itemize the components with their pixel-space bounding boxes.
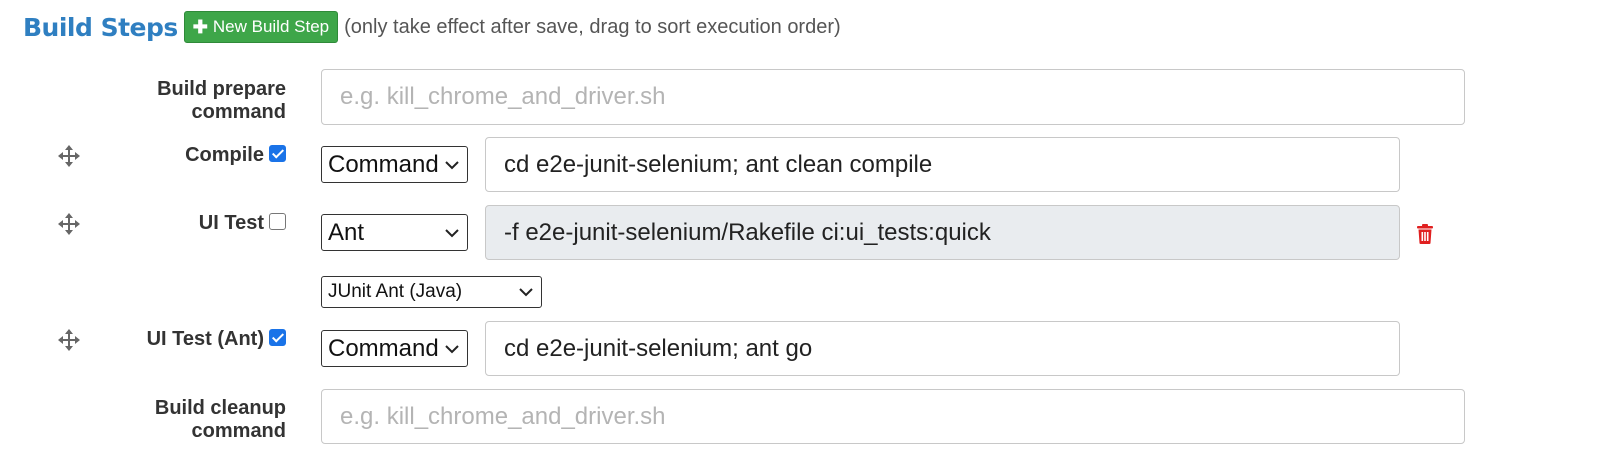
sort-note: (only take effect after save, drag to so… [344,15,841,38]
ui-test-type-select[interactable]: Ant [321,214,468,251]
ui-test-label: UI Test [198,212,264,234]
cleanup-label: Build cleanup command [100,397,286,443]
ui-test-ant-command-input[interactable]: cd e2e-junit-selenium; ant go [485,321,1400,376]
ui-test-label-row: UI Test [100,212,286,235]
ui-test-type-value: Ant [328,218,365,246]
compile-label: Compile [185,144,264,166]
prepare-command-input[interactable]: e.g. kill_chrome_and_driver.sh [321,69,1465,125]
cleanup-label-line2: command [191,420,286,442]
ui-test-reporter-select[interactable]: JUnit Ant (Java) [321,276,542,308]
chevron-down-icon [445,344,459,353]
compile-checkbox[interactable] [269,145,286,162]
compile-command-input[interactable]: cd e2e-junit-selenium; ant clean compile [485,137,1400,192]
build-steps-header: Build Steps ✚ New Build Step (only take … [23,10,841,44]
cleanup-label-line1: Build cleanup [154,397,286,419]
compile-type-value: Command [328,150,439,178]
ui-test-ant-label-row: UI Test (Ant) [80,328,286,351]
ui-test-ant-label: UI Test (Ant) [146,328,264,350]
chevron-down-icon [445,228,459,237]
new-build-step-button[interactable]: ✚ New Build Step [183,11,339,43]
plus-icon: ✚ [192,16,208,37]
prepare-label-line2: command [191,101,286,123]
ui-test-ant-type-select[interactable]: Command [321,330,468,367]
ui-test-ant-checkbox[interactable] [269,329,286,346]
cleanup-command-input[interactable]: e.g. kill_chrome_and_driver.sh [321,389,1465,444]
compile-type-select[interactable]: Command [321,146,468,183]
chevron-down-icon [519,288,533,297]
move-icon[interactable] [58,329,80,351]
move-icon[interactable] [58,213,80,235]
ui-test-reporter-value: JUnit Ant (Java) [328,281,463,302]
move-icon[interactable] [58,145,80,167]
prepare-label-line1: Build prepare [157,78,286,100]
section-title: Build Steps [23,12,178,42]
trash-icon[interactable] [1416,224,1434,244]
chevron-down-icon [445,160,459,169]
ui-test-checkbox[interactable] [269,213,286,230]
ui-test-command-input[interactable]: -f e2e-junit-selenium/Rakefile ci:ui_tes… [485,205,1400,260]
ui-test-ant-type-value: Command [328,334,439,362]
new-build-step-label: New Build Step [212,17,330,36]
compile-label-row: Compile [100,144,286,167]
prepare-label: Build prepare command [100,78,286,124]
